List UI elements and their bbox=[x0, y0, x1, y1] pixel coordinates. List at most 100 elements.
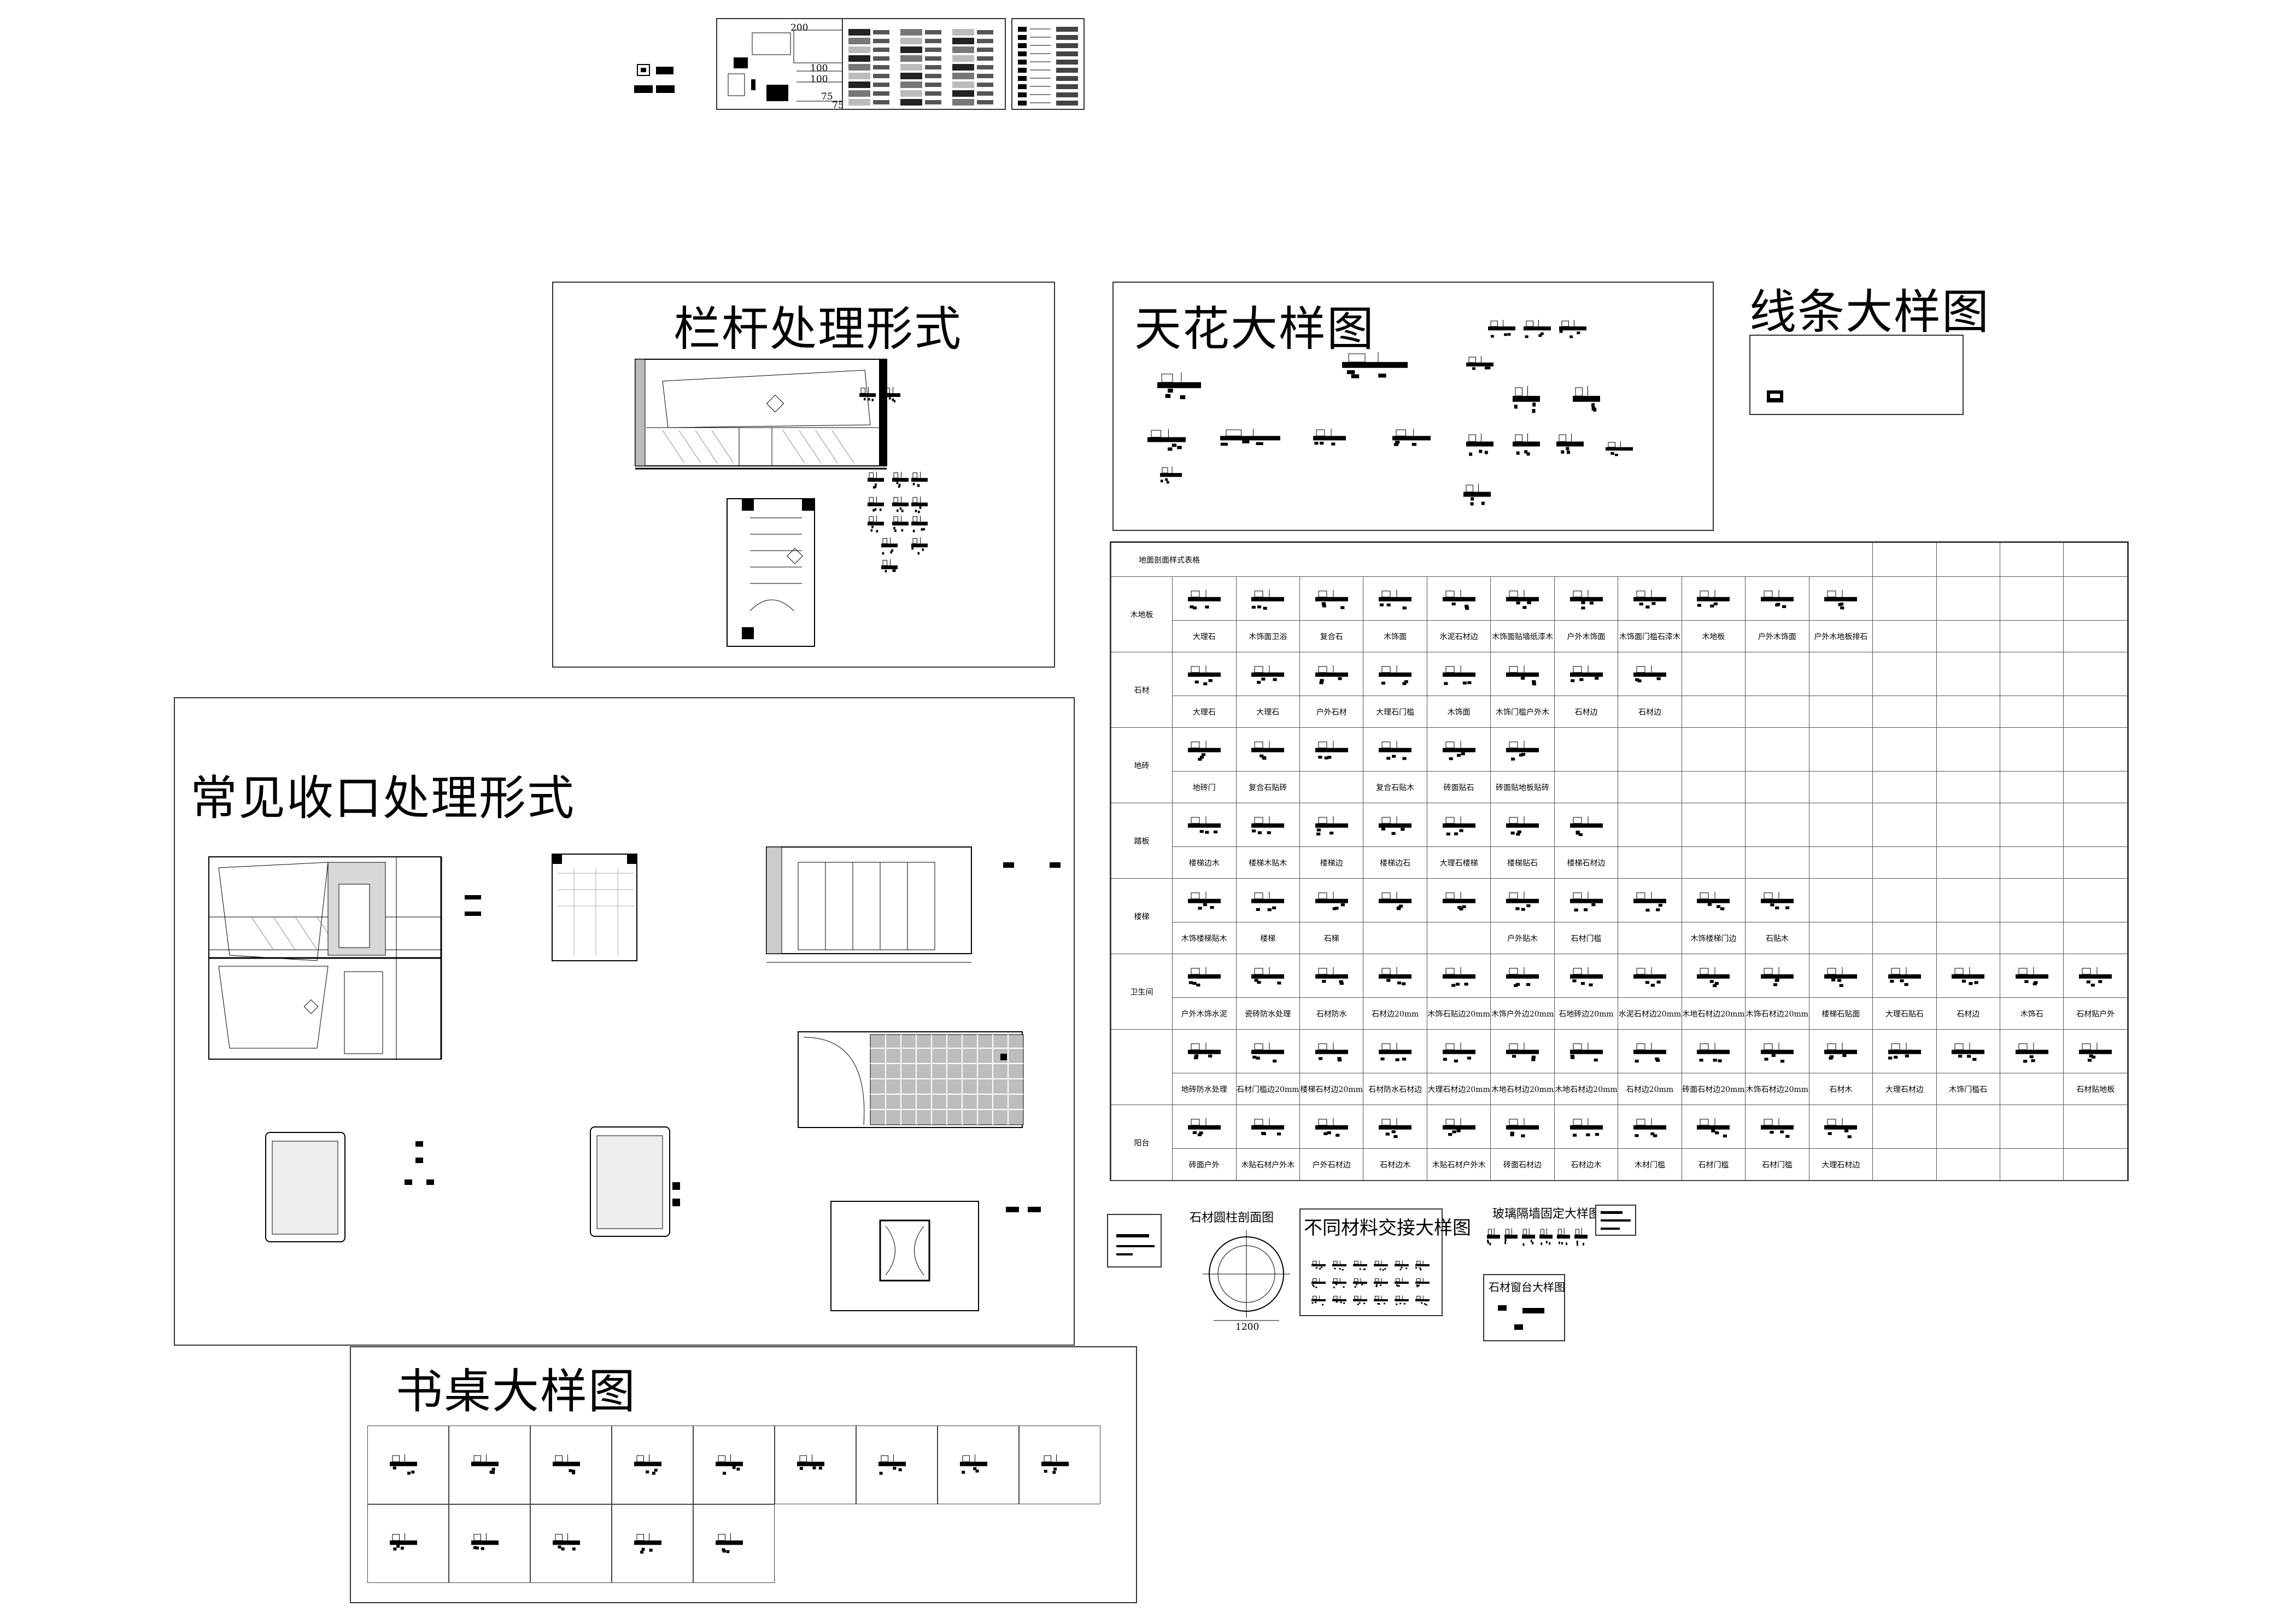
stone-pillar-detail: 石材圆柱剖面图 1200 bbox=[1181, 1206, 1290, 1333]
floor-table-label: 大理石 bbox=[1172, 696, 1237, 728]
floor-table-detail-cell bbox=[1554, 652, 1619, 696]
floor-table-detail-cell bbox=[1490, 1029, 1555, 1073]
floor-table-label: 石材边木 bbox=[1554, 1148, 1619, 1181]
ceiling-details bbox=[1147, 320, 1633, 506]
floor-table-label: 地砖防水处理 bbox=[1172, 1073, 1237, 1105]
floor-table-label: 楼梯贴石 bbox=[1490, 846, 1555, 879]
finishing-sheet: 常见收口处理形式 bbox=[174, 697, 1075, 1346]
floor-table-detail-cell bbox=[1872, 727, 1937, 772]
floor-table-detail-cell bbox=[1554, 1029, 1619, 1073]
floor-table-label: 木贴石材户外木 bbox=[1235, 1148, 1300, 1181]
railing-title: 栏杆处理形式 bbox=[673, 302, 962, 357]
floor-table-label bbox=[2063, 846, 2128, 879]
floor-table-label: 石材贴户外 bbox=[2063, 997, 2128, 1030]
desk-detail-drawing bbox=[634, 1454, 661, 1475]
floor-table-detail-cell bbox=[1172, 954, 1237, 998]
legend-sheet-c bbox=[1011, 18, 1085, 110]
floor-table-detail-cell bbox=[1936, 1105, 2001, 1149]
floor-table-detail-cell bbox=[1872, 1029, 1937, 1073]
floor-table-label: 木饰楼梯贴木 bbox=[1172, 922, 1237, 954]
floor-table-label: 石材边 bbox=[1554, 696, 1619, 728]
floor-table-label: 木饰面门槛石漆木 bbox=[1618, 620, 1682, 652]
floor-table-detail-cell bbox=[2000, 652, 2064, 696]
desk-detail-cell bbox=[449, 1504, 530, 1583]
floor-table-label: 木饰石材边20mm bbox=[1745, 997, 1809, 1030]
floor-table-detail-cell bbox=[1808, 1105, 1873, 1149]
desk-detail-cell bbox=[612, 1504, 693, 1583]
floor-table-label bbox=[1681, 846, 1746, 879]
floor-table-label: 石材边木 bbox=[1363, 1148, 1427, 1181]
floor-table-detail-cell bbox=[1299, 1029, 1364, 1073]
floor-table-label: 木饰石材边20mm bbox=[1745, 1073, 1809, 1105]
floor-table-detail-cell bbox=[1936, 727, 2001, 772]
floor-table-detail-cell bbox=[1872, 652, 1937, 696]
floor-table-detail-cell bbox=[1490, 878, 1555, 922]
floor-table-detail-cell bbox=[1363, 1105, 1427, 1149]
floor-table-label bbox=[1872, 620, 1937, 652]
floor-table-category: 踏板 bbox=[1110, 803, 1173, 879]
floor-table-detail-cell bbox=[1872, 803, 1937, 847]
floor-table-label bbox=[2063, 1148, 2128, 1181]
floor-table-label bbox=[1936, 696, 2001, 728]
floor-table-detail-cell bbox=[1618, 803, 1682, 847]
floor-table-detail-cell bbox=[1745, 1029, 1809, 1073]
floor-table-detail-cell bbox=[1618, 1029, 1682, 1073]
floor-table-detail-cell bbox=[1808, 803, 1873, 847]
floor-table-label: 木饰户外边20mm bbox=[1490, 997, 1555, 1030]
floor-table-category: 阳台 bbox=[1110, 1105, 1173, 1181]
desk-detail-cell bbox=[693, 1504, 775, 1583]
floor-table-detail-cell bbox=[2063, 954, 2128, 998]
floor-table-label: 石材边 bbox=[1936, 997, 2001, 1030]
floor-table-detail-cell bbox=[2000, 878, 2064, 922]
floor-table-detail-cell bbox=[1426, 1029, 1491, 1073]
window-sill-title: 石材窗台大样图 bbox=[1489, 1281, 1565, 1294]
desk-detail-cell bbox=[775, 1426, 856, 1504]
floor-table-label: 楼梯石材边 bbox=[1554, 846, 1619, 879]
floor-table-label bbox=[1745, 696, 1809, 728]
floor-table-label: 砖面贴石 bbox=[1426, 771, 1491, 803]
floor-table-label: 石材边20mm bbox=[1363, 997, 1427, 1030]
floor-table-label: 楼梯边木 bbox=[1172, 846, 1237, 879]
floor-table-detail-cell bbox=[1172, 727, 1237, 772]
floor-table-detail-cell bbox=[1426, 576, 1491, 621]
floor-table-label: 木地板 bbox=[1681, 620, 1746, 652]
floor-table-detail-cell bbox=[2063, 1029, 2128, 1073]
floor-table-label bbox=[1745, 846, 1809, 879]
glass-wall-legend bbox=[1595, 1205, 1636, 1236]
floor-table-label bbox=[1808, 771, 1873, 803]
legend-sheet-b bbox=[842, 18, 1006, 110]
floor-table-detail-cell bbox=[1618, 1105, 1682, 1149]
desk-detail-drawing bbox=[878, 1454, 906, 1475]
floor-table-detail-cell bbox=[1490, 727, 1555, 772]
legend-value-1: 200 bbox=[790, 22, 809, 33]
floor-table-detail-cell bbox=[1299, 878, 1364, 922]
floor-table-detail-cell bbox=[1681, 576, 1746, 621]
floor-table-category bbox=[1110, 1029, 1173, 1105]
floor-table-label: 大理石材边 bbox=[1872, 1073, 1937, 1105]
desk-detail-cell bbox=[856, 1426, 938, 1504]
floor-table-label: 木饰面 bbox=[1426, 696, 1491, 728]
desk-detail-cell bbox=[367, 1426, 449, 1504]
floor-table-detail-cell bbox=[1872, 576, 1937, 621]
moulding-detail bbox=[1767, 390, 1783, 402]
floor-table-category: 楼梯 bbox=[1110, 878, 1173, 954]
floor-table-label bbox=[1681, 771, 1746, 803]
floor-table-label: 石贴木 bbox=[1745, 922, 1809, 954]
floor-table-label: 地砖门 bbox=[1172, 771, 1237, 803]
desk-detail-cell bbox=[449, 1426, 530, 1504]
floor-table-detail-cell bbox=[1172, 878, 1237, 922]
floor-table-detail-cell bbox=[1808, 652, 1873, 696]
floor-table-label: 户外木饰水泥 bbox=[1172, 997, 1237, 1030]
floor-table-detail-cell bbox=[1235, 1105, 1300, 1149]
floor-table-detail-cell bbox=[1745, 803, 1809, 847]
floor-table-detail-cell bbox=[1808, 878, 1873, 922]
floor-table-label bbox=[2000, 1148, 2064, 1181]
floor-table-label bbox=[2063, 771, 2128, 803]
desk-detail-cell bbox=[367, 1504, 449, 1583]
desk-detail-cell bbox=[938, 1426, 1019, 1504]
floor-table-label: 石梯 bbox=[1299, 922, 1364, 954]
floor-table-detail-cell bbox=[1299, 1105, 1364, 1149]
floor-table-detail-cell bbox=[1299, 803, 1364, 847]
floor-table-detail-cell bbox=[1681, 1105, 1746, 1149]
floor-table-category: 石材 bbox=[1110, 652, 1173, 728]
